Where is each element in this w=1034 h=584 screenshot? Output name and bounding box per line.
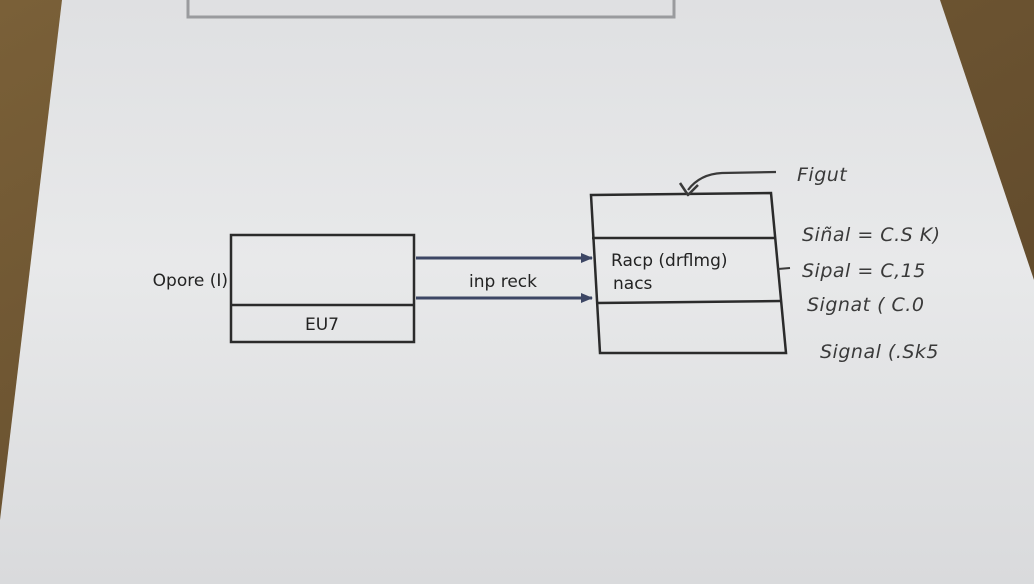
- callout-label: Figut: [797, 164, 848, 186]
- right-box-divider-bottom: [595, 299, 782, 305]
- signal-tick: [777, 267, 791, 270]
- signal-1: Siñal = C.S K): [802, 224, 941, 246]
- left-box-outline: [229, 233, 416, 344]
- signal-3: Signat ( C.0: [807, 294, 924, 316]
- right-box-outline: [589, 191, 788, 355]
- arrow-label: inp reck: [469, 272, 537, 292]
- right-box-line2: nacs: [613, 274, 653, 294]
- left-box: EU7: [229, 233, 416, 344]
- top-cutoff-box: [186, 0, 676, 19]
- signal-2: Sipal = C,15: [802, 260, 926, 282]
- left-box-bottom-label: EU7: [305, 315, 339, 335]
- callout-arrowhead: [678, 182, 699, 197]
- left-box-side-label: Opore (I): [153, 271, 228, 291]
- callout-arrow: [687, 170, 777, 191]
- right-box: Racp (drflmg) nacs: [589, 191, 788, 355]
- signal-4: Signal (.Sk5: [820, 341, 939, 363]
- right-box-line1: Racp (drflmg): [611, 251, 728, 271]
